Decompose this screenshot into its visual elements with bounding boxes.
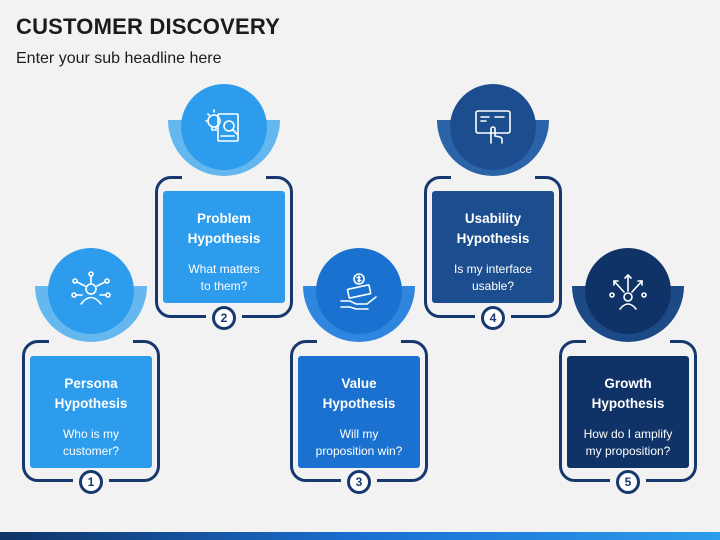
problem-lightbulb-icon: [205, 109, 239, 142]
step-description-line: How do I amplify: [583, 427, 673, 441]
frame-gap: [586, 338, 670, 346]
step-circle: [48, 248, 134, 334]
step-title-line: Hypothesis: [322, 396, 396, 411]
step-title: Persona Hypothesis: [30, 374, 152, 414]
step-description-line: Is my interface: [453, 262, 533, 276]
step-title-line: Persona: [64, 376, 118, 391]
step-number-badge: 2: [212, 306, 236, 330]
step-description-line: Who is my: [62, 427, 119, 441]
value-money-hand-icon: [340, 273, 377, 310]
step-title-line: Hypothesis: [591, 396, 665, 411]
page-subtitle: Enter your sub headline here: [16, 50, 222, 67]
step-circle: [585, 248, 671, 334]
step-title-line: Usability: [464, 211, 522, 226]
step-number-badge: 4: [481, 306, 505, 330]
step-description-line: What matters: [188, 262, 260, 276]
step-number-badge: 3: [347, 470, 371, 494]
step-title: Value Hypothesis: [298, 374, 420, 414]
frame-gap: [451, 174, 535, 182]
step-title-line: Hypothesis: [54, 396, 128, 411]
frame-gap: [317, 338, 401, 346]
frame-gap: [182, 174, 266, 182]
step-description-line: proposition win?: [315, 444, 403, 458]
step-card: Usability Hypothesis Is my interface usa…: [432, 191, 554, 303]
persona-network-icon: [71, 271, 111, 305]
step-description-line: customer?: [62, 444, 120, 458]
step-title-line: Growth: [604, 376, 652, 391]
step-description-line: usable?: [471, 279, 515, 293]
bottom-accent-bar: [0, 532, 720, 540]
step-title: Problem Hypothesis: [163, 209, 285, 249]
step-title-line: Problem: [196, 211, 251, 226]
step-card: Persona Hypothesis Who is my customer?: [30, 356, 152, 468]
step-circle: [316, 248, 402, 334]
step-number-badge: 1: [79, 470, 103, 494]
step-card: Problem Hypothesis What matters to them?: [163, 191, 285, 303]
step-title-line: Value: [341, 376, 377, 391]
usability-touchscreen-icon: [475, 110, 511, 144]
step-number-badge: 5: [616, 470, 640, 494]
step-description-line: to them?: [200, 279, 248, 293]
growth-person-arrows-icon: [609, 273, 647, 310]
step-title-line: Hypothesis: [187, 231, 261, 246]
step-card: Growth Hypothesis How do I amplify my pr…: [567, 356, 689, 468]
step-description: What matters to them?: [163, 261, 285, 295]
step-description-line: Will my: [339, 427, 379, 441]
step-circle: [181, 84, 267, 170]
step-description: Will my proposition win?: [298, 426, 420, 460]
step-description: How do I amplify my proposition?: [567, 426, 689, 460]
frame-gap: [49, 338, 133, 346]
step-description: Who is my customer?: [30, 426, 152, 460]
step-title: Usability Hypothesis: [432, 209, 554, 249]
step-description: Is my interface usable?: [432, 261, 554, 295]
step-description-line: my proposition?: [585, 444, 671, 458]
page-title: CUSTOMER DISCOVERY: [16, 14, 280, 39]
step-circle: [450, 84, 536, 170]
step-title: Growth Hypothesis: [567, 374, 689, 414]
step-title-line: Hypothesis: [456, 231, 530, 246]
step-card: Value Hypothesis Will my proposition win…: [298, 356, 420, 468]
